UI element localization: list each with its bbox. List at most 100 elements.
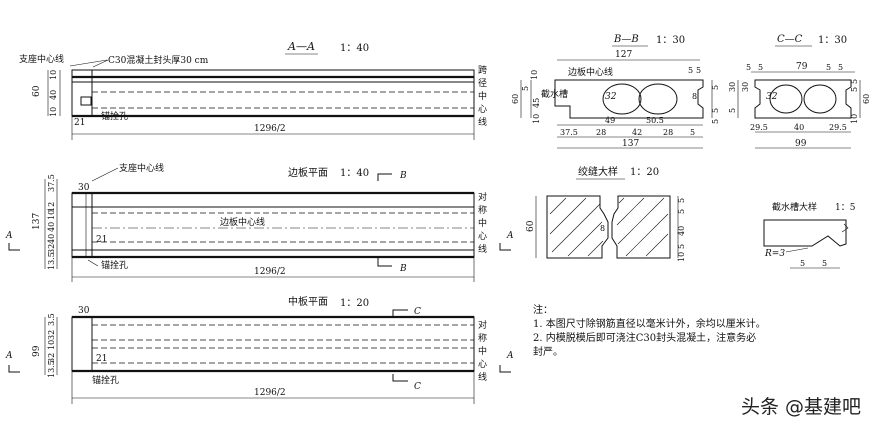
sym-line-char: 对 <box>478 191 487 203</box>
dim-bottom: 49 <box>605 116 615 125</box>
sym-line-char: 心 <box>478 359 487 370</box>
dim-10: 10 <box>49 107 58 117</box>
watermark: 头条 @基建吧 <box>741 396 862 418</box>
span-line-char: 线 <box>478 116 487 128</box>
mid-plan-title: 中板平面 <box>288 295 328 308</box>
hinge-right-plate <box>611 195 671 259</box>
edge-centerline-label: 边板中心线 <box>568 66 613 78</box>
dim-right: 5 <box>677 209 686 214</box>
dim-right: 5 <box>711 108 720 113</box>
dim-bottom: 28 <box>596 128 606 137</box>
sym-line-char: 线 <box>478 371 487 383</box>
dim-top: 5 <box>826 63 831 72</box>
sym-line-char: 称 <box>478 204 487 216</box>
dim-left: 40 <box>47 222 56 232</box>
dim-left: 12 <box>47 202 56 212</box>
section-mark-a <box>499 365 511 373</box>
drip-dim: 5 <box>822 259 827 268</box>
hatching <box>549 197 669 257</box>
dim-60: 60 <box>526 220 536 232</box>
section-mark-a-label: A <box>506 351 514 361</box>
section-mark-c <box>392 374 408 382</box>
sym-line-char: 中 <box>478 345 487 357</box>
sym-line-char: 线 <box>478 243 487 255</box>
dim-left: 10 <box>47 210 56 220</box>
section-mark-c-label: C <box>414 382 421 392</box>
span-line-char: 中 <box>478 90 487 102</box>
dim-top: 5 <box>838 63 843 72</box>
dim-radius: 32 <box>605 92 617 102</box>
dim-right: 60 <box>862 94 871 104</box>
note-line: 封严。 <box>533 347 563 358</box>
edge-plan-scale: 1：40 <box>340 168 369 179</box>
dim-right: 5 <box>677 198 686 203</box>
dim-left: 30 <box>741 82 750 92</box>
dim-bottom: 28 <box>663 128 673 137</box>
dim-radius: 32 <box>766 92 778 102</box>
dim-bottom: 29.5 <box>750 123 768 132</box>
leader-line <box>91 167 119 182</box>
plate-outline <box>71 192 475 258</box>
dim-137: 137 <box>622 139 639 149</box>
dim-top: 5 <box>696 66 701 75</box>
section-cc-title: C—C <box>777 34 803 45</box>
span-line-char: 径 <box>478 77 487 89</box>
hinge-detail: 绞缝大样 1：20 60 5 5 40 5 10 8 <box>526 165 686 262</box>
section-mark-c-label: C <box>414 307 421 317</box>
drip-radius: R=3 <box>764 249 785 259</box>
dim-top: 5 <box>746 63 751 72</box>
sym-line-char: 心 <box>478 231 487 242</box>
section-cc-scale: 1：30 <box>818 35 847 46</box>
dim-21: 21 <box>96 354 107 364</box>
drip-groove-profile <box>763 219 847 247</box>
section-mark-c <box>392 309 408 316</box>
dim-21: 21 <box>74 118 85 128</box>
bb-section-outline <box>554 79 704 119</box>
section-mark-a <box>8 365 20 373</box>
section-aa-scale: 1：40 <box>340 43 369 54</box>
note-line: 2. 内模脱模后即可浇注C30封头混凝土，注意务必 <box>533 333 757 344</box>
dim-left: 40 <box>47 234 56 244</box>
dim-30: 30 <box>78 183 90 193</box>
leader-line <box>69 59 108 67</box>
hinge-left-plate <box>546 195 609 259</box>
dim-left: 10 <box>532 114 541 124</box>
leader-line <box>92 59 109 68</box>
section-bb-title: B—B <box>613 34 639 45</box>
dim-bottom: 37.5 <box>560 128 578 137</box>
edge-plate-plan: 支座中心线 边板平面 1：40 B 30 边板中心线 21 锚拴孔 137 37… <box>5 162 514 282</box>
dim-99: 99 <box>32 345 42 357</box>
dim-left: 32 <box>47 353 56 363</box>
dim-127: 127 <box>615 50 632 60</box>
bb-void-right <box>638 83 678 115</box>
dim-left: 60 <box>511 94 520 104</box>
section-cc: C—C 1：30 5 5 79 5 5 32 30 30 5 5 5 60 10… <box>728 34 871 149</box>
hinge-title: 绞缝大样 <box>578 165 618 178</box>
dim-bottom: 50.5 <box>646 116 664 125</box>
dim-right: 5 <box>677 244 686 249</box>
section-mark-b <box>377 258 392 267</box>
dim-right: 5 <box>711 119 720 124</box>
bb-void-left <box>602 83 642 115</box>
dim-30: 30 <box>78 306 90 316</box>
plate-centerline-label: 边板中心线 <box>220 216 265 228</box>
pier-centerline-label: 支座中心线 <box>19 53 64 65</box>
dim-right: 5 <box>711 85 720 90</box>
dim-left: 32 <box>47 244 56 254</box>
dim-half-length: 1296/2 <box>254 124 286 134</box>
sym-line-char: 对 <box>478 319 487 331</box>
note-line: 1. 本图尺寸除钢筋直径以毫米计外，余均以厘米计。 <box>533 319 766 330</box>
hinge-scale: 1：20 <box>630 167 659 178</box>
break-mark <box>841 223 849 233</box>
anchor-hole-mark <box>80 96 92 106</box>
span-line-char: 心 <box>478 104 487 115</box>
section-mark-b-label: B <box>399 264 407 274</box>
middle-plate-plan: 中板平面 1：20 C 30 21 锚拴孔 99 3.5 32 10 32 13… <box>5 295 514 404</box>
edge-plan-title: 边板平面 <box>288 166 328 179</box>
anchor-hole-label: 锚拴孔 <box>92 374 119 386</box>
section-mark-a-label: A <box>5 351 13 361</box>
dim-60: 60 <box>32 85 42 97</box>
dim-right: 10 <box>850 114 859 124</box>
dim-bottom: 42 <box>632 128 642 137</box>
dim-21: 21 <box>96 235 107 245</box>
